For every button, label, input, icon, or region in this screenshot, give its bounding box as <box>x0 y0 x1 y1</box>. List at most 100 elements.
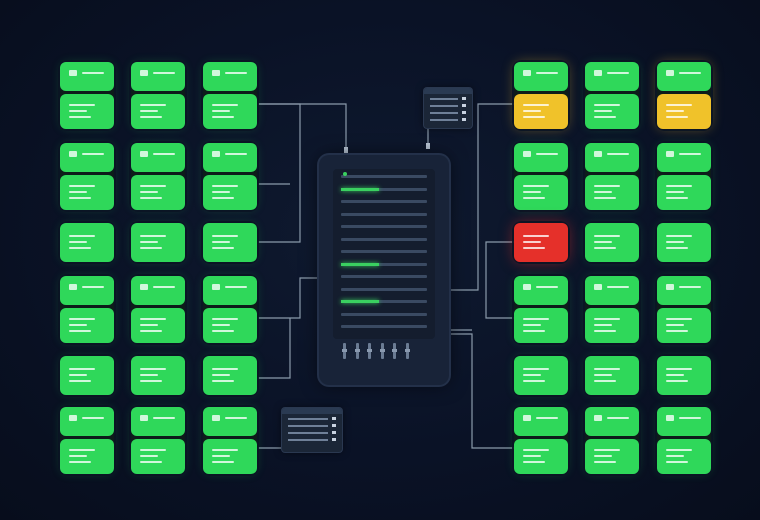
status-indicator-icon <box>212 151 220 157</box>
node-tile-error[interactable] <box>514 223 568 262</box>
tile-text-line <box>212 109 230 112</box>
tile-text-line <box>212 329 234 332</box>
tile-segment <box>203 143 257 172</box>
node-tile[interactable] <box>203 356 257 395</box>
tile-text-line <box>523 103 549 106</box>
node-tile[interactable] <box>585 223 639 262</box>
tile-text-line <box>153 417 175 419</box>
node-tile[interactable] <box>585 356 639 395</box>
tile-text-line <box>212 317 238 320</box>
node-tile[interactable] <box>60 356 114 395</box>
tile-text-line <box>666 323 684 326</box>
status-indicator-icon <box>69 284 77 290</box>
node-tile[interactable] <box>657 143 711 210</box>
tile-text-line <box>140 103 166 106</box>
port-notch <box>342 349 347 352</box>
tile-segment <box>585 94 639 129</box>
node-tile-warning[interactable] <box>657 62 711 129</box>
tile-segment <box>203 356 257 395</box>
node-tile[interactable] <box>60 276 114 343</box>
tile-text-line <box>212 190 230 193</box>
node-tile[interactable] <box>657 356 711 395</box>
status-indicator-icon <box>69 151 77 157</box>
status-indicator-icon <box>523 70 531 76</box>
panel-text-line <box>430 105 458 107</box>
node-tile-warning[interactable] <box>514 62 568 129</box>
tile-segment <box>657 62 711 91</box>
node-tile[interactable] <box>60 223 114 262</box>
node-tile[interactable] <box>657 407 711 474</box>
node-tile[interactable] <box>203 276 257 343</box>
connector-plug-icon <box>426 143 430 149</box>
node-tile[interactable] <box>585 143 639 210</box>
node-tile[interactable] <box>514 276 568 343</box>
status-indicator-icon <box>212 415 220 421</box>
panel-text-line <box>430 98 458 100</box>
server-rack-icon[interactable] <box>319 155 449 385</box>
tile-text-line <box>212 103 238 106</box>
monitor-icon[interactable] <box>282 408 342 452</box>
status-indicator-icon <box>212 284 220 290</box>
server-port-icon <box>367 343 372 359</box>
tile-text-line <box>523 246 545 249</box>
node-tile[interactable] <box>131 356 185 395</box>
tile-segment <box>514 308 568 343</box>
server-row <box>341 200 427 203</box>
node-tile[interactable] <box>657 223 711 262</box>
node-tile[interactable] <box>585 407 639 474</box>
connection-wire <box>450 333 514 449</box>
tile-text-line <box>69 184 95 187</box>
tile-text-line <box>666 246 688 249</box>
status-indicator-icon <box>666 284 674 290</box>
tile-text-line <box>594 460 616 463</box>
node-tile[interactable] <box>60 407 114 474</box>
node-tile[interactable] <box>203 407 257 474</box>
node-tile[interactable] <box>514 143 568 210</box>
tile-text-line <box>666 109 684 112</box>
node-tile[interactable] <box>60 143 114 210</box>
tile-text-line <box>153 153 175 155</box>
tile-segment <box>585 407 639 436</box>
node-tile[interactable] <box>203 62 257 129</box>
tile-segment <box>60 439 114 474</box>
tile-text-line <box>69 448 95 451</box>
tile-text-line <box>140 246 162 249</box>
node-tile[interactable] <box>131 223 185 262</box>
tile-segment <box>131 439 185 474</box>
tile-text-line <box>594 329 616 332</box>
tile-segment <box>514 356 568 395</box>
tile-text-line <box>523 373 541 376</box>
tile-segment <box>514 223 568 262</box>
node-tile[interactable] <box>657 276 711 343</box>
monitor-icon[interactable] <box>424 88 472 128</box>
server-row <box>341 237 427 241</box>
tile-text-line <box>607 72 629 74</box>
tile-text-line <box>679 286 701 288</box>
tile-text-line <box>666 317 692 320</box>
tile-text-line <box>140 460 162 463</box>
node-tile[interactable] <box>131 276 185 343</box>
node-tile[interactable] <box>60 62 114 129</box>
status-indicator-icon <box>212 70 220 76</box>
node-tile[interactable] <box>131 62 185 129</box>
tile-text-line <box>666 367 692 370</box>
port-notch <box>392 349 397 352</box>
tile-segment <box>203 407 257 436</box>
node-tile[interactable] <box>131 143 185 210</box>
node-tile[interactable] <box>514 356 568 395</box>
tile-text-line <box>594 317 620 320</box>
node-tile[interactable] <box>514 407 568 474</box>
tile-segment <box>60 276 114 305</box>
tile-text-line <box>594 190 612 193</box>
status-indicator-icon <box>523 415 531 421</box>
tile-segment <box>131 356 185 395</box>
server-row <box>341 312 427 316</box>
node-tile[interactable] <box>131 407 185 474</box>
status-indicator-icon <box>666 70 674 76</box>
node-tile[interactable] <box>203 143 257 210</box>
tile-text-line <box>594 448 620 451</box>
node-tile[interactable] <box>585 276 639 343</box>
node-tile[interactable] <box>203 223 257 262</box>
tile-text-line <box>212 460 234 463</box>
node-tile[interactable] <box>585 62 639 129</box>
